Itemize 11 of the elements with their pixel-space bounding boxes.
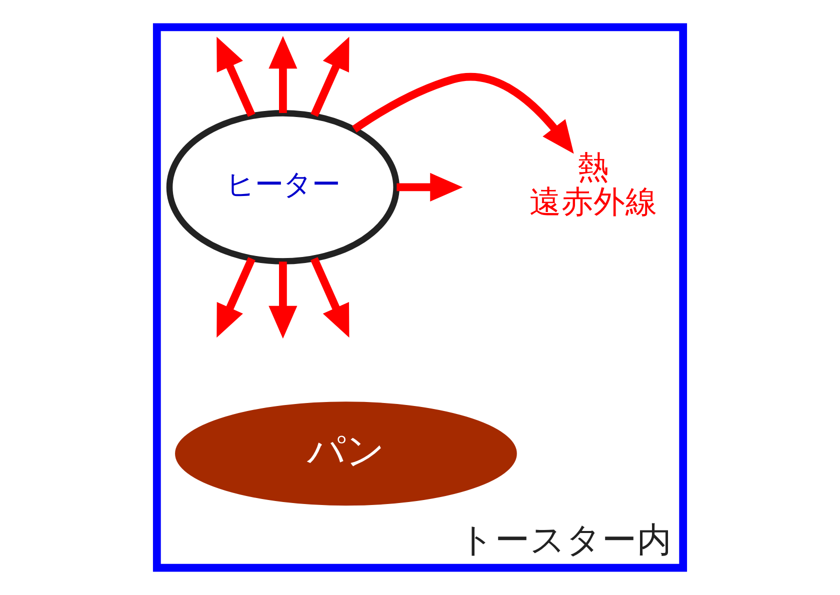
arrow	[396, 172, 463, 202]
arrow	[268, 262, 298, 339]
arrow	[352, 72, 574, 154]
node-ellipse: ヒーター	[166, 110, 400, 264]
node-text: 熱 遠赤外線	[529, 150, 658, 220]
arrow	[310, 257, 350, 338]
arrow	[216, 257, 256, 338]
arrow	[216, 36, 256, 117]
node-ellipse: パン	[175, 402, 517, 506]
arrow	[268, 36, 298, 113]
arrow	[310, 36, 350, 117]
